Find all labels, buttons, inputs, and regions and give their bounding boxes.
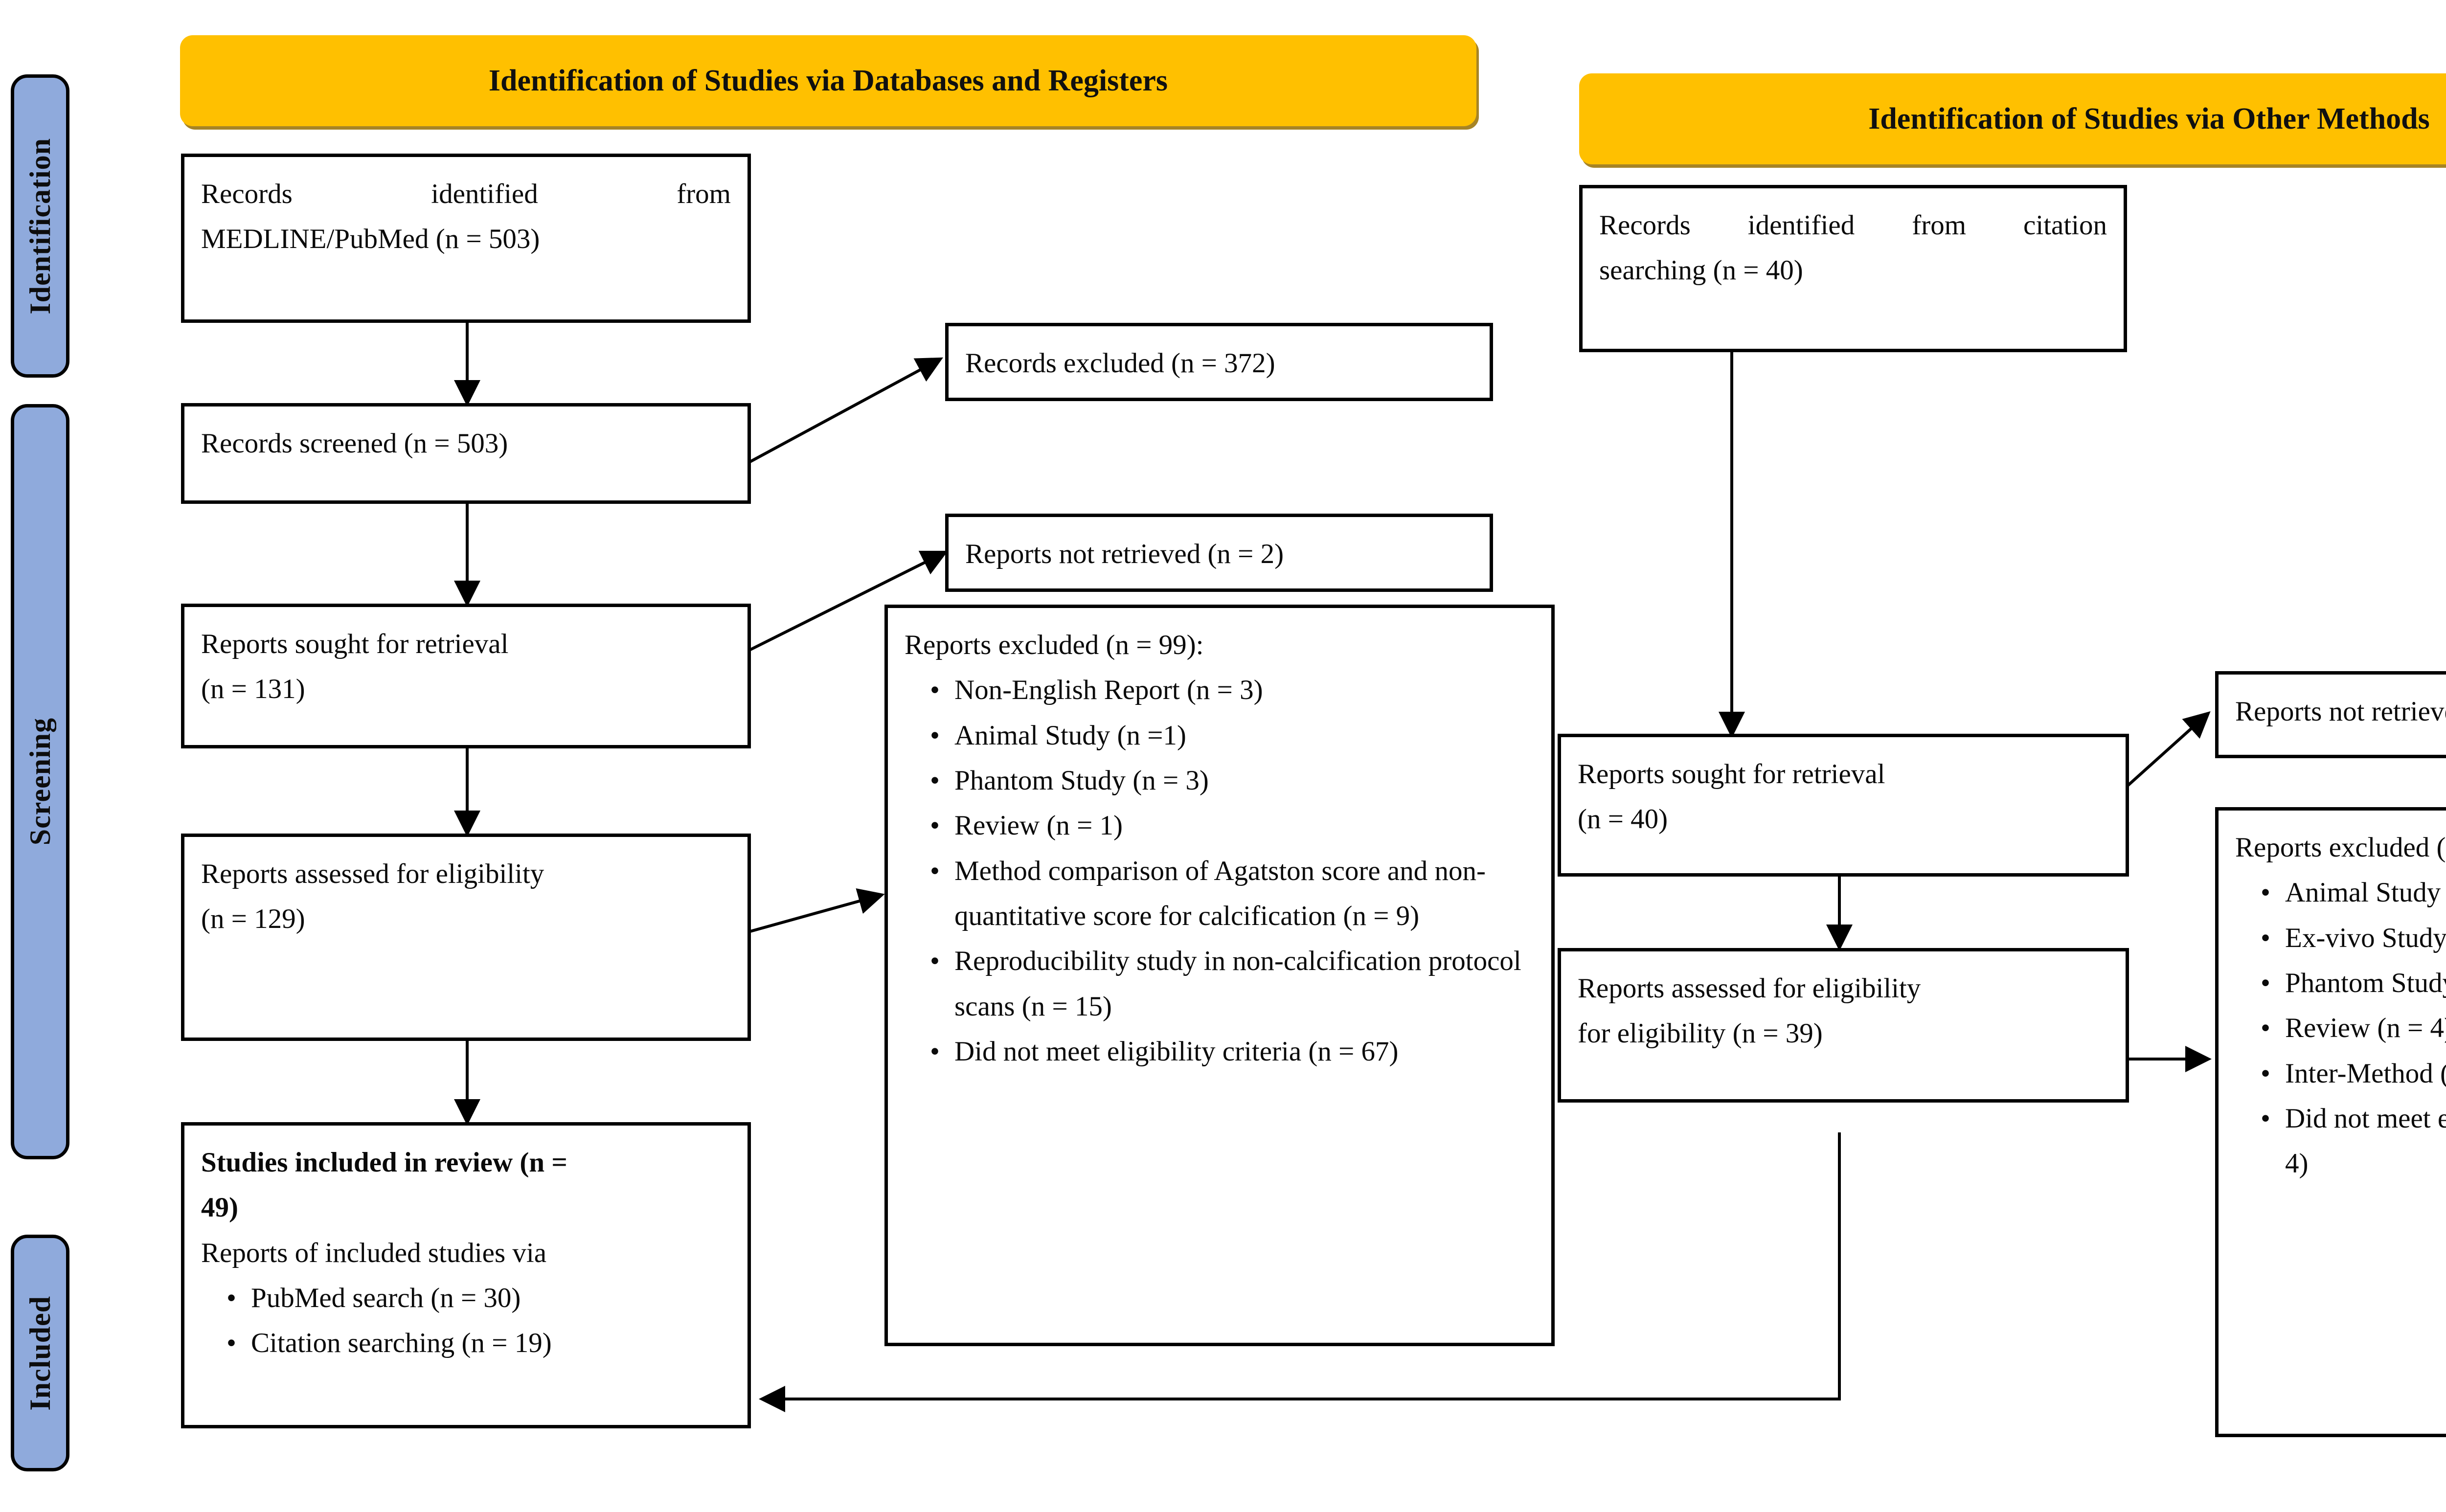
reports-sought-line2: (n = 131) xyxy=(201,674,305,705)
studies-included-line3: Reports of included studies via xyxy=(201,1237,547,1268)
list-item: Non-English Report (n = 3) xyxy=(930,668,1535,713)
banner-other-methods: Identification of Studies via Other Meth… xyxy=(1579,73,2446,164)
list-item: Inter-Method (n =2) xyxy=(2261,1051,2446,1097)
list-item: Ex-vivo Study (n = 1) xyxy=(2261,916,2446,961)
reports-assessed-right-line1: Reports assessed for eligibility xyxy=(1578,973,1921,1004)
phase-tag-included: Included xyxy=(11,1235,69,1471)
phase-tag-included-label: Included xyxy=(24,1295,56,1411)
node-reports-excluded-databases: Reports excluded (n = 99): Non-English R… xyxy=(884,605,1555,1346)
records-screened-line1: Records screened (n = 503) xyxy=(201,428,508,459)
list-item: Review (n = 4) xyxy=(2261,1006,2446,1051)
phase-tag-screening-label: Screening xyxy=(24,718,56,846)
node-records-excluded: Records excluded (n = 372) xyxy=(945,323,1493,401)
list-item: Method comparison of Agatston score and … xyxy=(930,849,1535,939)
list-item: Animal Study (n =1) xyxy=(930,713,1535,759)
reports-assessed-right-line2: for eligibility (n = 39) xyxy=(1578,1018,1823,1049)
arrow-rsought-to-not-retrieved xyxy=(2124,711,2211,789)
list-item: Phantom Study (n = 3) xyxy=(930,758,1535,804)
node-reports-excluded-other-methods: Reports excluded (n = 20): Animal Study … xyxy=(2215,807,2446,1437)
phase-tag-identification-label: Identification xyxy=(24,137,56,315)
list-item: Reproducibility study in non-calcificati… xyxy=(930,939,1535,1029)
phase-tag-screening: Screening xyxy=(11,404,69,1159)
banner-databases-registers-label: Identification of Studies via Databases … xyxy=(488,64,1168,97)
records-identified-line1: Records identified from xyxy=(201,179,731,209)
list-item: PubMed search (n = 30) xyxy=(226,1276,731,1321)
arrow-assessed-to-reports-excluded xyxy=(748,888,885,933)
list-item: Phantom Study (n = 8) xyxy=(2261,961,2446,1006)
banner-databases-registers: Identification of Studies via Databases … xyxy=(180,35,1476,126)
records-identified-citation-line1: Records identified from citation xyxy=(1599,210,2107,241)
list-item: Did not meet eligibility criteria (n = 4… xyxy=(2261,1096,2446,1187)
banner-other-methods-label: Identification of Studies via Other Meth… xyxy=(1868,102,2430,135)
studies-included-line1: Studies included in review (n = xyxy=(201,1147,567,1178)
reports-sought-right-line2: (n = 40) xyxy=(1578,804,1668,835)
reports-not-retrieved-left-line1: Reports not retrieved (n = 2) xyxy=(965,539,1284,569)
reports-sought-right-line1: Reports sought for retrieval xyxy=(1578,759,1885,790)
reports-excluded-heading: Reports excluded (n = 99): xyxy=(905,630,1204,660)
node-records-screened: Records screened (n = 503) xyxy=(181,403,751,504)
studies-included-bullet-list: PubMed search (n = 30) Citation searchin… xyxy=(201,1276,731,1366)
node-reports-assessed-eligibility-right: Reports assessed for eligibility for eli… xyxy=(1558,948,2129,1103)
phase-tag-identification: Identification xyxy=(11,74,69,378)
reports-excluded-right-bullet-list: Animal Study (n = 1) Ex-vivo Study (n = … xyxy=(2235,870,2446,1186)
node-reports-assessed-eligibility: Reports assessed for eligibility (n = 12… xyxy=(181,834,751,1041)
node-reports-sought-retrieval: Reports sought for retrieval (n = 131) xyxy=(181,604,751,748)
node-records-identified: Records identified from MEDLINE/PubMed (… xyxy=(181,154,751,323)
node-reports-sought-retrieval-right: Reports sought for retrieval (n = 40) xyxy=(1558,734,2129,877)
reports-excluded-bullet-list: Non-English Report (n = 3) Animal Study … xyxy=(905,668,1535,1074)
list-item: Did not meet eligibility criteria (n = 6… xyxy=(930,1029,1535,1075)
studies-included-line2: 49) xyxy=(201,1192,238,1223)
node-records-identified-citation: Records identified from citation searchi… xyxy=(1579,185,2127,352)
records-identified-line2: MEDLINE/PubMed (n = 503) xyxy=(201,224,540,255)
reports-assessed-line2: (n = 129) xyxy=(201,903,305,935)
reports-sought-line1: Reports sought for retrieval xyxy=(201,629,509,659)
arrow-screened-to-records-excluded xyxy=(744,357,943,466)
records-excluded-line1: Records excluded (n = 372) xyxy=(965,348,1275,379)
reports-excluded-right-heading: Reports excluded (n = 20): xyxy=(2235,832,2446,863)
list-item: Citation searching (n = 19) xyxy=(226,1321,731,1366)
node-reports-not-retrieved-right: Reports not retrieved (n = 1) xyxy=(2215,671,2446,758)
node-studies-included-in-review: Studies included in review (n = 49) Repo… xyxy=(181,1122,751,1428)
list-item: Review (n = 1) xyxy=(930,803,1535,849)
node-reports-not-retrieved-left: Reports not retrieved (n = 2) xyxy=(945,514,1493,592)
reports-not-retrieved-right-line1: Reports not retrieved (n = 1) xyxy=(2235,696,2446,727)
reports-assessed-line1: Reports assessed for eligibility xyxy=(201,858,544,889)
list-item: Animal Study (n = 1) xyxy=(2261,870,2446,916)
records-identified-citation-line2: searching (n = 40) xyxy=(1599,255,1803,286)
